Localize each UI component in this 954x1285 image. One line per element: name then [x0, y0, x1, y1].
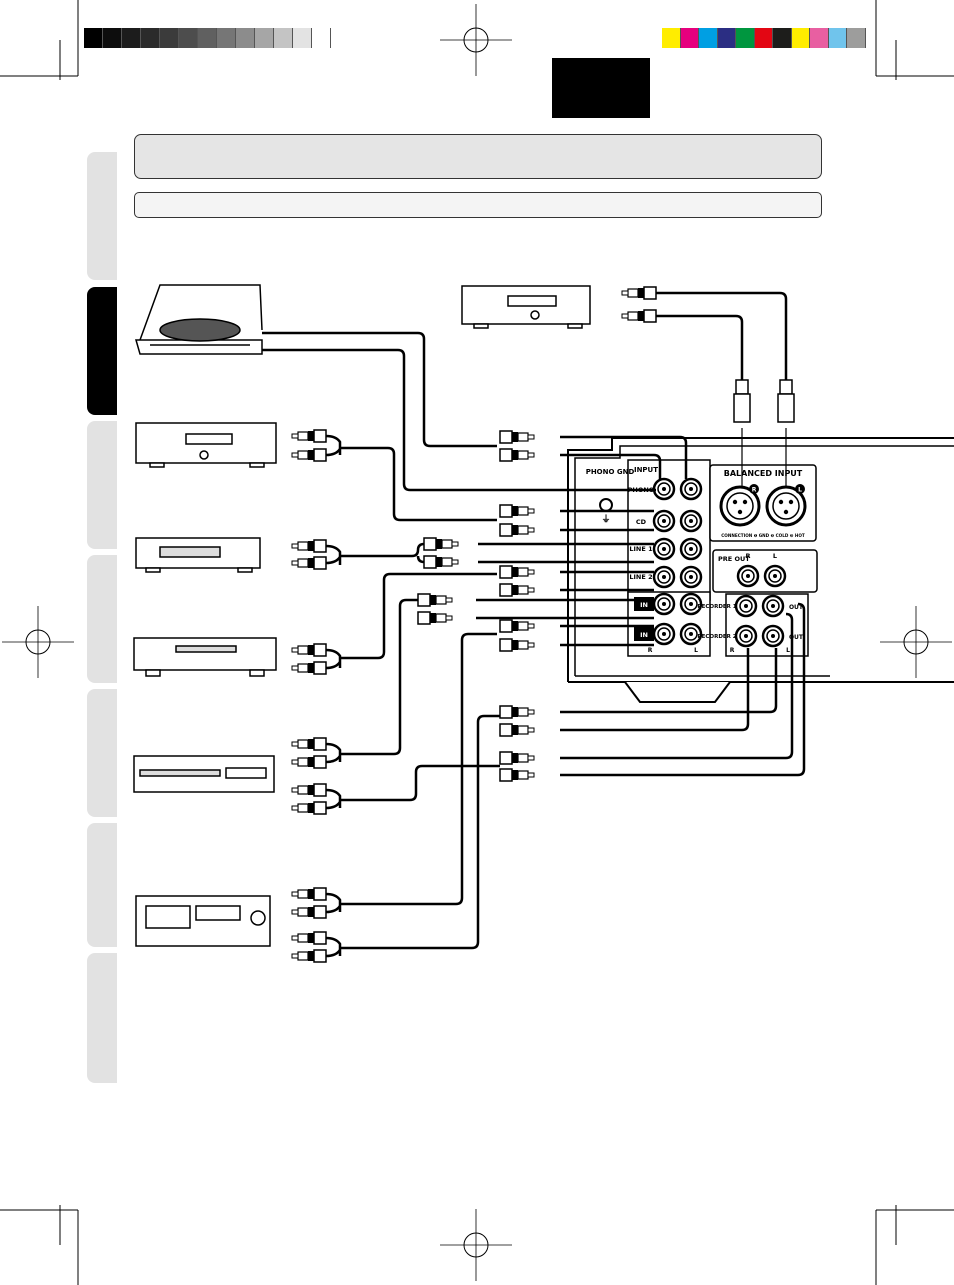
- pre-out-l-label: L: [773, 552, 777, 560]
- color-swatch: [312, 28, 331, 48]
- color-swatch: [717, 28, 736, 48]
- phono-gnd-label: PHONO GND: [586, 468, 635, 476]
- pre-out-r-label: R: [745, 552, 750, 560]
- cd-recorder-icon: [133, 755, 275, 793]
- ground-symbol-icon: ⏚: [601, 514, 610, 525]
- register-mark-right: [879, 605, 953, 679]
- color-swatch: [791, 28, 810, 48]
- rec2-in-jack-r[interactable]: [652, 622, 676, 646]
- color-swatch: [103, 28, 122, 48]
- side-tab-4[interactable]: [87, 555, 117, 683]
- side-tab-2-active[interactable]: [87, 287, 117, 415]
- cd-label: CD: [636, 518, 647, 526]
- color-swatch: [217, 28, 236, 48]
- side-tab-1[interactable]: [87, 152, 117, 280]
- rec1-in-jack-r[interactable]: [652, 592, 676, 616]
- page-title-box: [134, 134, 822, 179]
- color-swatch: [847, 28, 866, 48]
- phono-jack-l[interactable]: [679, 477, 703, 501]
- color-swatch: [179, 28, 198, 48]
- pre-out-jack-r[interactable]: [736, 564, 760, 588]
- tuner-icon: [135, 537, 261, 573]
- channel-r2-label: R: [730, 647, 735, 654]
- color-swatch: [680, 28, 699, 48]
- register-mark-left: [1, 605, 75, 679]
- cd-jack-r[interactable]: [652, 509, 676, 533]
- side-tab-5[interactable]: [87, 689, 117, 817]
- cables: [262, 291, 806, 958]
- pre-out-label: PRE OUT: [718, 555, 750, 563]
- turntable-icon: [135, 284, 263, 355]
- channel-r-label: R: [648, 647, 653, 654]
- line2-label: LINE 2: [629, 573, 652, 581]
- recorder2-label: RECORDER 2: [697, 634, 736, 640]
- line1-jack-l[interactable]: [679, 537, 703, 561]
- cd-jack-l[interactable]: [679, 509, 703, 533]
- rec2-out-jack-l[interactable]: [761, 624, 785, 648]
- xlr-plugs: [733, 379, 795, 423]
- register-mark-top: [439, 3, 513, 77]
- process-color-bar: [662, 28, 866, 48]
- color-swatch: [810, 28, 829, 48]
- side-tab-7[interactable]: [87, 953, 117, 1083]
- super-audio-cd-player-icon: [461, 285, 591, 329]
- out1-label: OUT: [789, 604, 804, 611]
- amplifier-rear-panel: PHONO GND ⏚ INPUT PHONO CD LINE 1 LINE 2…: [567, 437, 954, 703]
- line1-jack-r[interactable]: [652, 537, 676, 561]
- xlr-left-label: L: [798, 487, 802, 494]
- input-header-label: INPUT: [634, 466, 658, 474]
- color-swatch: [236, 28, 255, 48]
- line2-jack-l[interactable]: [679, 565, 703, 589]
- phono-jack-r[interactable]: [652, 477, 676, 501]
- color-swatch: [828, 28, 847, 48]
- color-swatch: [141, 28, 160, 48]
- color-swatch: [754, 28, 773, 48]
- recorder1-label: RECORDER 1: [697, 604, 736, 610]
- balanced-input-label: BALANCED INPUT: [724, 469, 803, 478]
- rec1-out-jack-l[interactable]: [761, 594, 785, 618]
- section-tab-marker: [552, 58, 650, 118]
- color-swatch: [773, 28, 792, 48]
- out2-label: OUT: [789, 634, 804, 641]
- channel-l2-label: L: [786, 647, 790, 654]
- connection-note: CONNECTION ❶ GND ❷ COLD ❸ HOT: [721, 533, 805, 538]
- line1-label: LINE 1: [629, 545, 653, 553]
- phono-ground-terminal[interactable]: [599, 498, 613, 512]
- color-swatch: [274, 28, 293, 48]
- color-swatch: [198, 28, 217, 48]
- xlr-right-label: R: [752, 487, 757, 494]
- section-subtitle-box: [134, 192, 822, 218]
- color-swatch: [293, 28, 312, 48]
- grayscale-color-bar: [84, 28, 331, 48]
- side-tab-6[interactable]: [87, 823, 117, 947]
- rca-plugs: [291, 286, 657, 963]
- color-swatch: [662, 28, 681, 48]
- color-swatch: [699, 28, 718, 48]
- color-swatch: [160, 28, 179, 48]
- rec2-out-jack-r[interactable]: [734, 624, 758, 648]
- rec1-in-label: IN: [640, 601, 648, 609]
- color-swatch: [84, 28, 103, 48]
- line2-jack-r[interactable]: [652, 565, 676, 589]
- pre-out-jack-l[interactable]: [763, 564, 787, 588]
- color-swatch: [122, 28, 141, 48]
- rec2-in-label: IN: [640, 631, 648, 639]
- cassette-deck-icon: [135, 895, 271, 947]
- rec1-out-jack-r[interactable]: [734, 594, 758, 618]
- dvd-player-icon: [133, 637, 277, 677]
- side-tab-3[interactable]: [87, 421, 117, 549]
- color-swatch: [736, 28, 755, 48]
- cd-player-icon: [135, 422, 277, 468]
- color-swatch: [255, 28, 274, 48]
- register-mark-bottom: [439, 1208, 513, 1282]
- channel-l-label: L: [694, 647, 698, 654]
